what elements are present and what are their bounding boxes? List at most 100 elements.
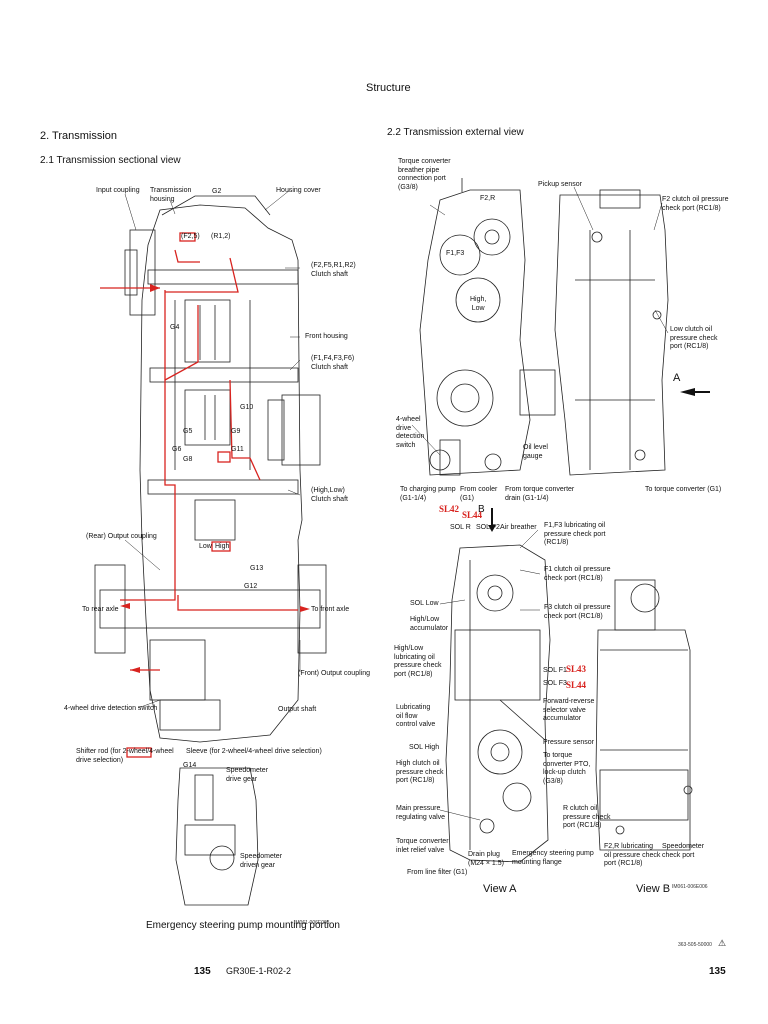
label-high: High xyxy=(215,543,230,550)
document-code: GR30E-1-R02-2 xyxy=(226,966,292,976)
label-speedometer-check-port: Speedometer check port xyxy=(662,843,705,859)
label-low-check-port: Low clutch oil pressure check port (RC1/… xyxy=(670,326,718,350)
figure-code-left: IM061-006E005 xyxy=(294,920,330,926)
view-b-drawing xyxy=(595,579,693,851)
label-sol-f1: SOL F1 xyxy=(543,667,567,674)
label-g11: G11 xyxy=(231,446,244,453)
label-f1-check-port: F1 clutch oil pressure check port (RC1/8… xyxy=(544,566,611,582)
label-high-low: High, Low xyxy=(470,296,487,312)
label-g9: G9 xyxy=(231,428,241,435)
label-to-charging-pump: To charging pump (G1-1/4) xyxy=(400,486,456,502)
label-r1-2: (R1,2) xyxy=(211,233,231,240)
figure-code-right: IM061-006E006 xyxy=(672,884,708,890)
label-main-pressure-valve: Main pressure regulating valve xyxy=(396,805,446,821)
subsection-external: 2.2 Transmission external view xyxy=(387,127,524,138)
label-rear-output-coupling: (Rear) Output coupling xyxy=(86,533,157,540)
label-view-a: View A xyxy=(483,883,517,895)
label-sol-f2: SOL F2 xyxy=(476,524,500,531)
label-lub-flow-control-valve: Lubricating oil flow control valve xyxy=(396,704,436,728)
label-oil-level-gauge: Oil level gauge xyxy=(523,444,548,460)
label-sl42: SL42 xyxy=(439,504,460,514)
label-shifter-rod: Shifter rod (for 2-wheel/4-wheel drive s… xyxy=(76,748,174,764)
label-from-tc-drain: From torque converter drain (G1-1/4) xyxy=(505,486,575,502)
label-front-output-coupling: (Front) Output coupling xyxy=(298,670,370,677)
label-speedometer-drive-gear: Speedometer drive gear xyxy=(226,767,269,783)
label-sl43: SL43 xyxy=(566,664,587,674)
label-f2r: F2,R xyxy=(480,195,496,202)
label-4wd-switch-external: 4-wheel drive detection switch xyxy=(396,416,425,449)
label-air-breather: Air breather xyxy=(500,524,537,531)
label-to-tc-pto: To torque converter PTO, lock-up clutch … xyxy=(543,752,591,785)
page-number-right: 135 xyxy=(709,966,726,977)
label-arrow-b: B xyxy=(478,504,485,515)
label-emergency-portion: Emergency steering pump mounting portion xyxy=(146,920,340,931)
view-arrows xyxy=(488,388,710,532)
label-tc-relief-valve: Torque converter inlet relief valve xyxy=(396,838,449,854)
label-emergency-flange: Emergency steering pump mounting flange xyxy=(512,850,594,866)
label-4wd-detection-switch: 4-wheel drive detection switch xyxy=(64,705,158,712)
page-number-left: 135 xyxy=(194,966,211,977)
external-front-drawing xyxy=(419,178,531,476)
label-sl44-bottom: SL44 xyxy=(566,680,587,690)
label-arrow-a: A xyxy=(673,372,681,384)
label-sol-f3: SOL F3 xyxy=(543,680,567,687)
label-input-coupling: Input coupling xyxy=(96,187,140,194)
label-view-b: View B xyxy=(636,883,671,895)
sectional-view-drawing xyxy=(94,195,327,906)
label-front-housing: Front housing xyxy=(305,333,348,340)
label-transmission-housing: Transmission housing xyxy=(150,187,192,203)
label-g8: G8 xyxy=(183,456,193,463)
label-g2: G2 xyxy=(212,188,222,195)
label-to-torque-converter: To torque converter (G1) xyxy=(645,486,722,493)
label-g14: G14 xyxy=(183,762,197,769)
subsection-sectional: 2.1 Transmission sectional view xyxy=(40,155,181,166)
corner-code: 363-505-50000 xyxy=(678,942,712,948)
label-high-low-lub-check: High/Low lubricating oil pressure check … xyxy=(394,645,442,678)
label-housing-cover: Housing cover xyxy=(276,187,321,194)
label-to-rear-axle: To rear axle xyxy=(82,606,119,613)
label-g4: G4 xyxy=(170,324,180,331)
label-sol-high: SOL High xyxy=(409,744,440,751)
flow-arrowheads xyxy=(120,284,310,673)
label-f1f3-lub-check: F1,F3 lubricating oil pressure check por… xyxy=(544,522,606,546)
leader-lines xyxy=(124,186,669,821)
label-r-check-port: R clutch oil pressure check port (RC1/8) xyxy=(563,805,611,829)
label-f2r-lub-check: F2,R lubricating oil pressure check port… xyxy=(604,843,661,867)
label-from-line-filter: From line filter (G1) xyxy=(407,869,468,876)
label-drain-plug: Drain plug (M24 × 1.5) xyxy=(468,851,504,867)
label-pickup-sensor: Pickup sensor xyxy=(538,181,582,188)
label-breather-port: Torque converter breather pipe connectio… xyxy=(398,158,451,191)
power-flow-lines xyxy=(100,232,298,758)
label-high-low-accumulator: High/Low accumulator xyxy=(410,616,449,632)
label-to-front-axle: To front axle xyxy=(311,606,350,613)
label-output-shaft: Output shaft xyxy=(278,706,317,713)
label-sl44-top: SL44 xyxy=(462,510,483,520)
label-g6: G6 xyxy=(172,446,182,453)
label-g12: G12 xyxy=(244,583,258,590)
label-high-check-port: High clutch oil pressure check port (RC1… xyxy=(396,760,444,784)
section-heading: 2. Transmission xyxy=(40,130,118,142)
label-high-low-shaft: (High,Low) Clutch shaft xyxy=(311,487,348,503)
label-f2-check-port: F2 clutch oil pressure check port (RC1/8… xyxy=(662,196,729,212)
label-fr-selector-accumulator: Forward-reverse selector valve accumulat… xyxy=(543,698,595,722)
warning-icon: ⚠ xyxy=(718,938,727,948)
label-g10: G10 xyxy=(240,404,254,411)
label-f2f5r1r2-shaft: (F2,F5,R1,R2) Clutch shaft xyxy=(311,262,356,278)
label-from-cooler: From cooler (G1) xyxy=(460,486,498,502)
label-f1f3: F1,F3 xyxy=(446,250,465,257)
page-title: Structure xyxy=(366,82,411,94)
label-pressure-sensor: Pressure sensor xyxy=(543,739,594,746)
label-sol-r: SOL R xyxy=(450,524,471,531)
label-sleeve: Sleeve (for 2-wheel/4-wheel drive select… xyxy=(186,748,322,755)
label-g5: G5 xyxy=(183,428,193,435)
label-g13: G13 xyxy=(250,565,264,572)
label-f2-5: (F2,5) xyxy=(181,233,200,240)
label-sol-low: SOL Low xyxy=(410,600,439,607)
view-a-drawing xyxy=(445,544,551,863)
label-f1f4f3f6-shaft: (F1,F4,F3,F6) Clutch shaft xyxy=(311,355,355,371)
label-f3-check-port: F3 clutch oil pressure check port (RC1/8… xyxy=(544,604,611,620)
label-low: Low xyxy=(199,543,212,550)
external-side-drawing xyxy=(519,189,669,476)
label-speedometer-driven-gear: Speedometer driven gear xyxy=(240,853,283,869)
